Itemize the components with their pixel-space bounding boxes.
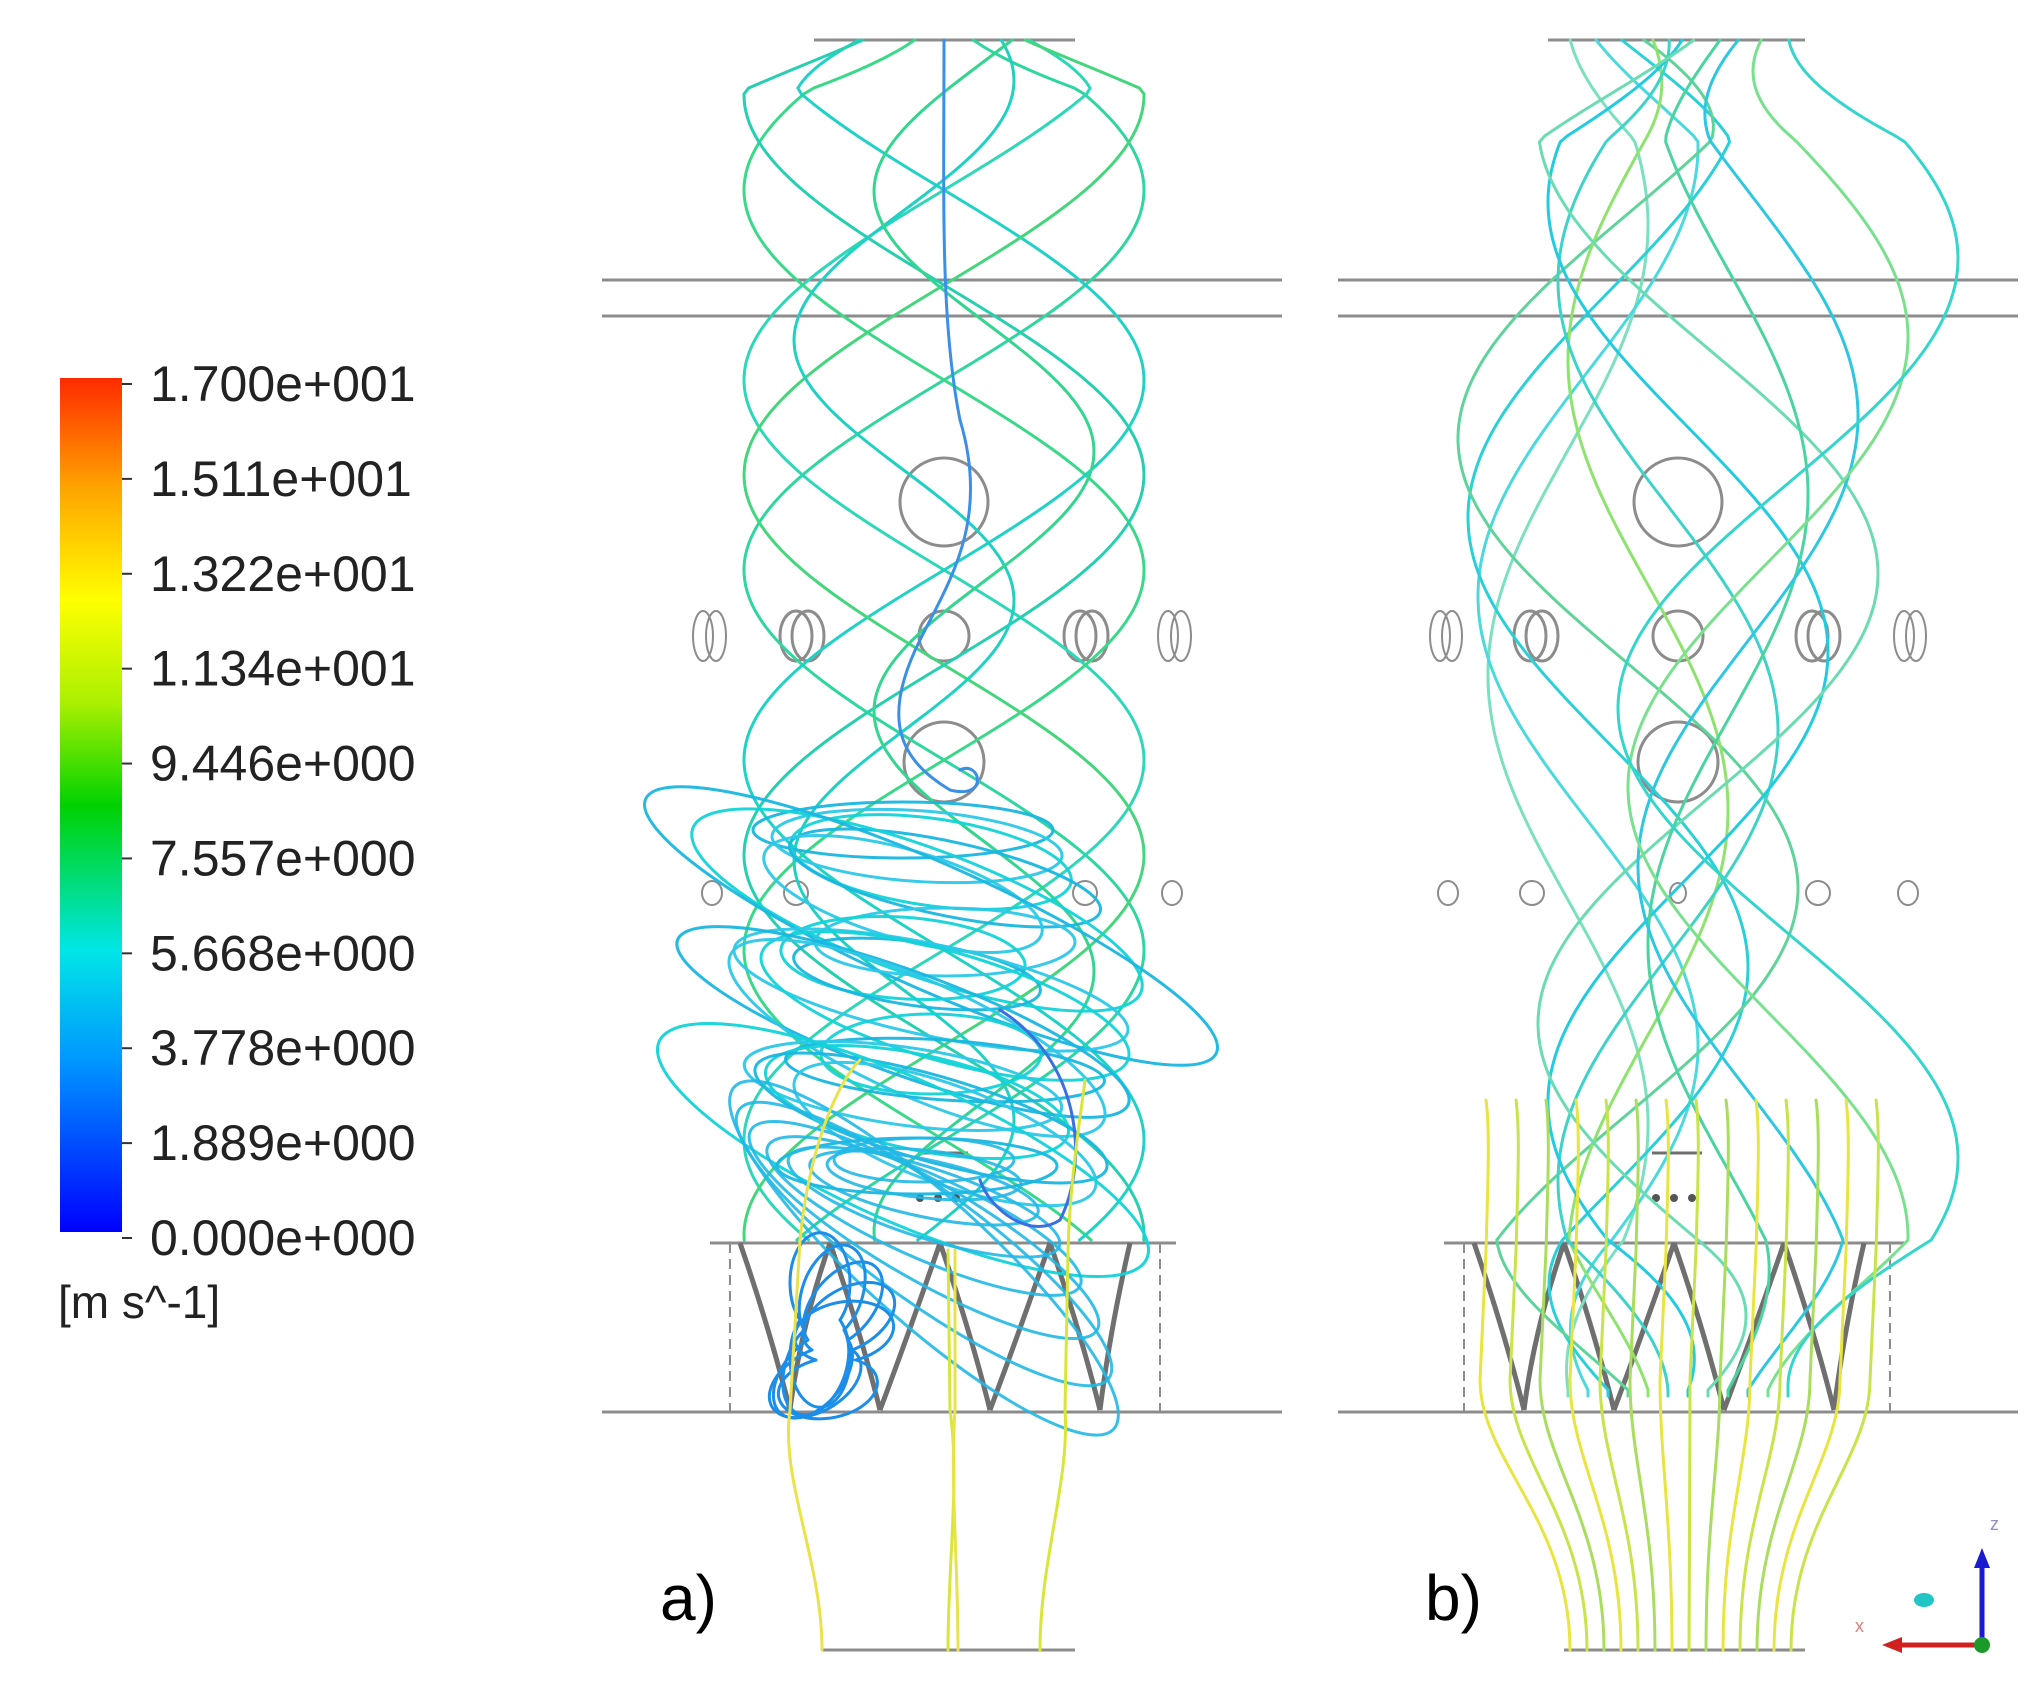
- streamline: [675, 925, 1131, 1119]
- streamline: [1738, 1098, 1790, 1652]
- streamline: [727, 938, 1107, 1138]
- colorbar-tick-label: 0.000e+000: [150, 1210, 416, 1266]
- streamline: [742, 38, 1146, 1242]
- streamline: [771, 1260, 885, 1420]
- panel-b-geometry: [1338, 38, 2018, 1652]
- streamline: [978, 1008, 1077, 1228]
- streamline: [1721, 1098, 1760, 1652]
- streamline: [1466, 38, 1750, 1398]
- colorbar-tick-label: 1.134e+001: [150, 641, 416, 697]
- x-axis-arrowhead-icon: [1882, 1637, 1902, 1653]
- z-axis-arrowhead-icon: [1974, 1548, 1990, 1568]
- streamline: [751, 800, 1055, 860]
- streamline: [1772, 1098, 1850, 1652]
- colorbar-tick-label: 1.511e+001: [150, 451, 412, 507]
- streamline: [1508, 1098, 1589, 1652]
- panel-b: b): [1338, 38, 2018, 1652]
- colorbar-tick-label: 1.889e+000: [150, 1115, 416, 1171]
- colorbar-ticks: 1.700e+001 1.511e+001 1.322e+001 1.134e+001…: [122, 356, 416, 1266]
- streamline: [1658, 1098, 1674, 1652]
- streamline: [1626, 38, 1910, 1398]
- streamline: [742, 38, 1146, 1242]
- streamline: [1789, 1098, 1880, 1652]
- streamline: [1616, 38, 1960, 1398]
- panel-a-geometry: [602, 38, 1282, 1652]
- colorbar-tick-label: 1.322e+001: [150, 546, 416, 602]
- streamline: [1687, 1098, 1700, 1652]
- streamline: [951, 1248, 960, 1652]
- streamline: [776, 1299, 896, 1421]
- panel-a: a): [602, 38, 1282, 1652]
- colorbar-tick-label: 3.778e+000: [150, 1020, 416, 1076]
- colorbar-unit-label: [m s^-1]: [58, 1276, 220, 1328]
- streamline: [753, 1051, 1109, 1185]
- streamline: [656, 1022, 1150, 1278]
- x-axis-label: x: [1855, 1616, 1864, 1636]
- triad-marker-icon: [1914, 1593, 1934, 1607]
- streamline: [734, 1100, 1114, 1388]
- streamline: [1538, 1098, 1606, 1652]
- streamline: [1478, 1098, 1572, 1652]
- streamline: [1456, 38, 1800, 1398]
- streamline: [1755, 1098, 1820, 1652]
- streamline: [1598, 1098, 1640, 1652]
- streamline: [787, 1058, 862, 1652]
- panel-a-streamlines: [643, 38, 1219, 1652]
- colorbar-tick-label: 9.446e+000: [150, 736, 416, 792]
- panel-b-label: b): [1425, 1562, 1482, 1634]
- streamline: [1486, 38, 1650, 1398]
- streamline: [728, 1079, 1120, 1437]
- streamline: [781, 1243, 867, 1417]
- streamline: [808, 1149, 1040, 1227]
- colorbar-gradient: [60, 378, 122, 1232]
- streamline: [1704, 1098, 1730, 1652]
- streamline: [765, 1135, 1083, 1297]
- streamline: [690, 807, 1144, 1013]
- streamline: [1628, 1098, 1657, 1652]
- streamline: [1568, 1098, 1623, 1652]
- streamline: [767, 1280, 897, 1420]
- z-axis-label: z: [1990, 1514, 1999, 1534]
- panel-a-label: a): [660, 1562, 717, 1634]
- y-axis-dot-icon: [1974, 1637, 1990, 1653]
- streamline: [897, 38, 979, 794]
- streamline: [788, 1231, 852, 1409]
- streamline: [1476, 38, 1700, 1398]
- streamline: [813, 906, 1077, 978]
- streamline: [775, 1136, 1059, 1196]
- streamline: [1556, 38, 1780, 1398]
- streamline: [792, 38, 1016, 1242]
- colorbar-tick-label: 5.668e+000: [150, 925, 416, 981]
- streamline: [1546, 38, 1830, 1398]
- colorbar-tick-label: 7.557e+000: [150, 830, 416, 886]
- streamline: [1636, 38, 1860, 1398]
- colorbar-tick-label: 1.700e+001: [150, 356, 416, 412]
- streamline: [1536, 38, 1880, 1398]
- streamline: [742, 38, 1146, 1242]
- colorbar-legend: 1.700e+001 1.511e+001 1.322e+001 1.134e+001…: [58, 356, 416, 1328]
- streamline: [789, 813, 1073, 911]
- axis-triad: z x: [1855, 1514, 1999, 1653]
- streamline: [1038, 1078, 1087, 1652]
- streamline: [747, 1119, 1101, 1341]
- streamline: [742, 1039, 1064, 1133]
- panel-b-streamlines: [1456, 38, 1960, 1652]
- streamline: [786, 1145, 1062, 1259]
- streamline: [1566, 38, 1730, 1398]
